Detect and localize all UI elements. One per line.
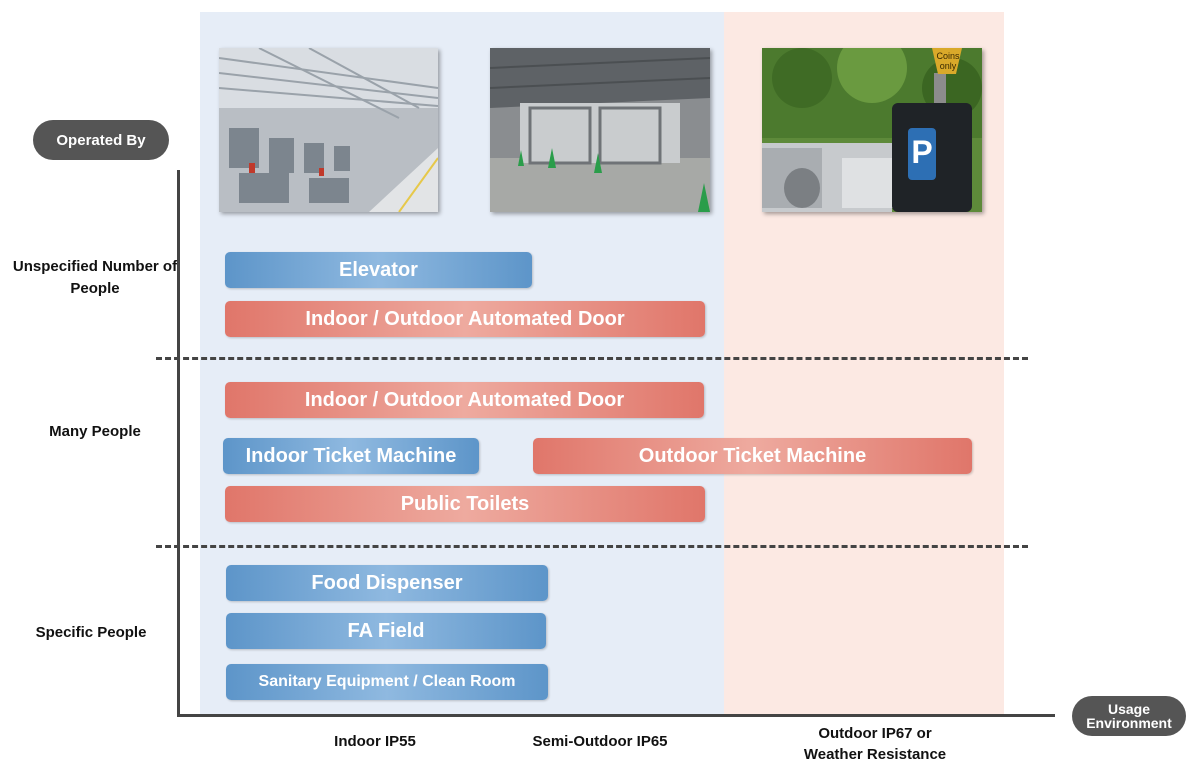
bar-food-dispenser: Food Dispenser	[226, 565, 548, 601]
row-label-specific: Specific People	[35, 624, 147, 641]
bar-public-toilets: Public Toilets	[225, 486, 705, 522]
x-axis-line	[177, 714, 1055, 717]
bar-automated-door-unspecified: Indoor / Outdoor Automated Door	[225, 301, 705, 337]
column-label-outdoor: Outdoor IP67 or Weather Resistance	[803, 725, 947, 763]
factory-photo	[219, 48, 438, 212]
bar-automated-door-many: Indoor / Outdoor Automated Door	[225, 382, 704, 418]
row-separator-1	[156, 357, 1028, 360]
bar-sanitary-equipment: Sanitary Equipment / Clean Room	[226, 664, 548, 700]
parking-p-letter: P	[911, 134, 933, 170]
bar-fa-field: FA Field	[226, 613, 546, 649]
bar-outdoor-ticket-machine: Outdoor Ticket Machine	[533, 438, 972, 474]
column-label-indoor: Indoor IP55	[334, 733, 416, 750]
y-axis-line	[177, 170, 180, 717]
coins-only-sign: Coins only	[936, 51, 960, 71]
x-axis-title: Usage Environment	[1072, 696, 1186, 736]
parking-garage-photo	[490, 48, 710, 212]
row-label-unspecified: Unspecified Number of People	[12, 258, 178, 297]
y-axis-title: Operated By	[33, 120, 169, 160]
parking-meter-photo: Coins only P	[762, 48, 982, 212]
row-label-many: Many People	[49, 423, 141, 440]
bar-elevator: Elevator	[225, 252, 532, 288]
bar-indoor-ticket-machine: Indoor Ticket Machine	[223, 438, 479, 474]
row-separator-2	[156, 545, 1028, 548]
column-label-semi-outdoor: Semi-Outdoor IP65	[532, 733, 668, 750]
